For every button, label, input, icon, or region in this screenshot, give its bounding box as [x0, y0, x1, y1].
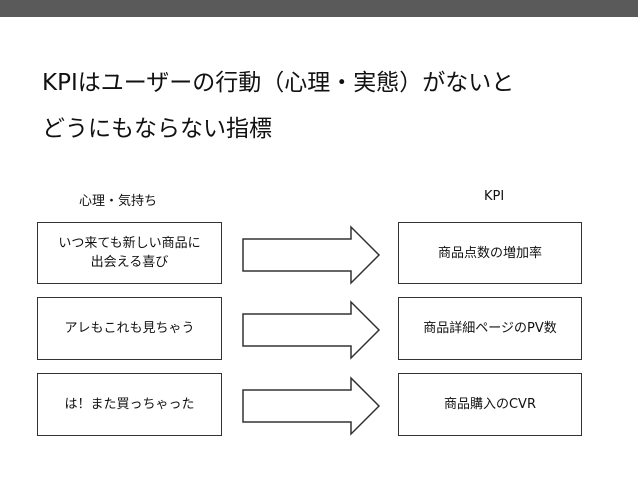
right-arrow-icon: [242, 300, 381, 360]
psychology-text: は！また買っちゃった: [64, 397, 195, 412]
kpi-box: 商品詳細ページのPV数: [398, 297, 582, 360]
kpi-box: 商品購入のCVR: [398, 373, 582, 436]
psychology-box: は！また買っちゃった: [37, 373, 222, 436]
right-arrow-icon: [242, 376, 381, 436]
column-header-psychology: 心理・気持ち: [79, 194, 158, 209]
psychology-box: いつ来ても新しい商品に 出会える喜び: [37, 222, 222, 284]
right-arrow-icon: [242, 225, 381, 285]
kpi-text: 商品点数の増加率: [437, 245, 542, 261]
psychology-text: アレもこれも見ちゃう: [64, 321, 195, 336]
kpi-box: 商品点数の増加率: [398, 222, 582, 284]
psychology-text: いつ来ても新しい商品に 出会える喜び: [58, 236, 201, 270]
kpi-text: 商品詳細ページのPV数: [423, 321, 557, 336]
top-bar: [0, 0, 638, 17]
slide-title: KPIはユーザーの行動（心理・実態）がないと どうにもならない指標: [42, 70, 515, 142]
psychology-box: アレもこれも見ちゃう: [37, 297, 222, 360]
column-header-kpi: KPI: [484, 189, 505, 204]
kpi-text: 商品購入のCVR: [443, 397, 536, 412]
